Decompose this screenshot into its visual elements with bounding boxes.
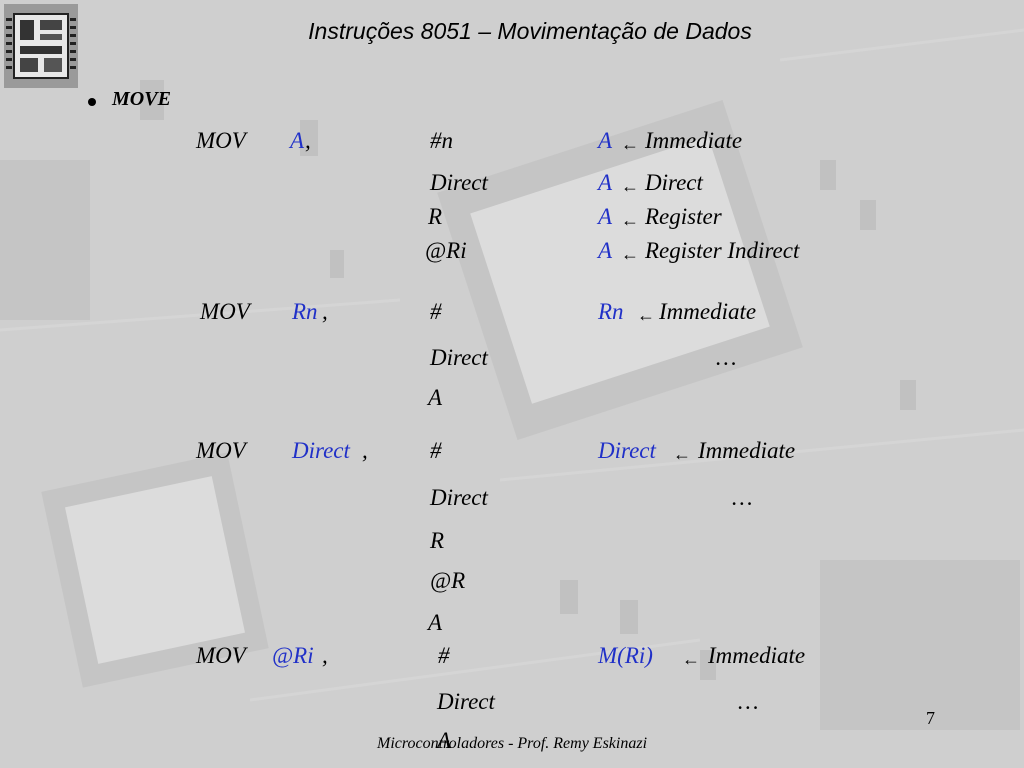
mov-direct-src-1: Direct — [430, 485, 488, 510]
mov-rn-src-1: Direct — [430, 345, 488, 370]
mov-ri-desc-0: Immediate — [708, 643, 806, 668]
mov-a-result-dest-3: A — [598, 238, 613, 263]
mov-a-dest: A — [290, 128, 305, 153]
mov-direct-result-dest-0: Direct — [598, 438, 656, 463]
mov-direct-src-2: R — [430, 528, 445, 553]
mov-a-src-2: R — [428, 204, 443, 229]
mov-direct-dest: Direct — [292, 438, 350, 463]
page-number: 7 — [926, 708, 935, 728]
mov-rn-op: MOV — [200, 299, 250, 324]
mov-ri-src-2: A — [437, 728, 452, 753]
mov-ri-src-1: Direct — [437, 689, 495, 714]
mov-a-src-3: @Ri — [425, 238, 467, 263]
arrow-icon: ← — [621, 210, 639, 230]
arrow-icon: ← — [673, 444, 691, 464]
mov-ri-op: MOV — [196, 643, 246, 668]
mov-a-src-0: #n — [430, 128, 453, 153]
slide-title: Instruções 8051 – Movimentação de Dados — [308, 18, 752, 44]
mov-ri-comma: , — [322, 643, 328, 668]
mov-rn-src-2: A — [428, 385, 443, 410]
arrow-icon: ← — [637, 305, 655, 325]
bullet-dot — [88, 98, 96, 106]
mov-a-result-dest-1: A — [598, 170, 613, 195]
mov-ri-dest: @Ri — [272, 643, 314, 668]
mov-a-desc-0: Immediate — [645, 128, 743, 153]
mov-direct-desc-1: … — [732, 485, 753, 510]
mov-ri-desc-1: … — [738, 689, 759, 714]
mov-direct-desc-0: Immediate — [698, 438, 796, 463]
mov-a-comma: , — [305, 128, 311, 153]
mov-a-result-dest-0: A — [598, 128, 613, 153]
mov-rn-src-0: # — [430, 299, 442, 324]
mov-rn-desc-1: … — [716, 345, 737, 370]
mov-direct-src-3: @R — [430, 568, 466, 593]
mov-a-desc-3: Register Indirect — [645, 238, 800, 263]
arrow-icon: ← — [682, 649, 700, 669]
mov-ri-result-dest-0: M(Ri) — [598, 643, 653, 668]
arrow-icon: ← — [621, 176, 639, 196]
mov-rn-dest: Rn — [292, 299, 318, 324]
mov-a-result-dest-2: A — [598, 204, 613, 229]
mov-a-desc-1: Direct — [645, 170, 703, 195]
mov-direct-comma: , — [362, 438, 368, 463]
mov-a-src-1: Direct — [430, 170, 488, 195]
bullet-move-label: MOVE — [112, 88, 171, 110]
mov-direct-op: MOV — [196, 438, 246, 463]
chip-logo — [4, 4, 78, 88]
mov-direct-src-0: # — [430, 438, 442, 463]
slide-footer: Microcontroladores - Prof. Remy Eskinazi — [376, 735, 648, 752]
mov-a-desc-2: Register — [645, 204, 722, 229]
mov-a-op: MOV — [196, 128, 246, 153]
arrow-icon: ← — [621, 134, 639, 154]
mov-ri-src-0: # — [438, 643, 450, 668]
mov-direct-src-4: A — [428, 610, 443, 635]
mov-rn-desc-0: Immediate — [659, 299, 757, 324]
mov-rn-result-dest-0: Rn — [598, 299, 624, 324]
arrow-icon: ← — [621, 244, 639, 264]
mov-rn-comma: , — [322, 299, 328, 324]
